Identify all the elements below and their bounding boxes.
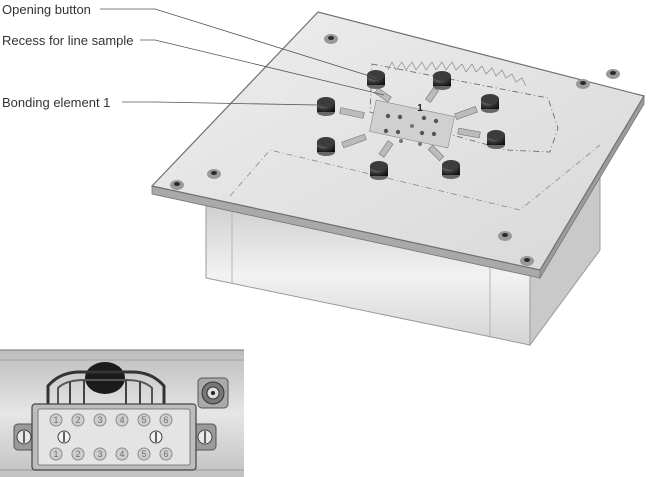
opening-button[interactable] — [433, 71, 451, 90]
line-sample-recesses — [339, 87, 481, 162]
pin: 2 — [71, 447, 85, 461]
pin-connector — [13, 403, 217, 471]
pin-number: 6 — [163, 415, 168, 425]
pin-number: 1 — [53, 415, 58, 425]
callouts: Opening button Recess for line sample Bo… — [2, 2, 385, 110]
pin: 6 — [159, 447, 173, 461]
pin: 4 — [115, 413, 129, 427]
pin-row-top: 1 2 3 4 5 6 — [49, 413, 173, 427]
opening-button[interactable] — [370, 161, 388, 180]
pin: 1 — [49, 413, 63, 427]
pin: 6 — [159, 413, 173, 427]
pin-number: 5 — [141, 415, 146, 425]
pin-number: 2 — [75, 449, 80, 459]
pin-number: 6 — [163, 449, 168, 459]
plate-dashed-outline — [229, 144, 601, 211]
connector-detail: 1 2 3 4 5 6 1 2 3 4 5 6 — [0, 349, 244, 477]
leader-opening-button — [100, 8, 377, 79]
device-body: 1 — [150, 11, 645, 347]
line-sample-recess-outline — [369, 63, 559, 153]
pin-number: 2 — [75, 415, 80, 425]
bonding-element-1[interactable] — [317, 97, 335, 116]
pin: 5 — [137, 447, 151, 461]
center-position-label: 1 — [417, 103, 423, 114]
callout-bonding-element: Bonding element 1 — [2, 95, 110, 110]
connector-cable-holder — [46, 362, 166, 404]
pin-number: 4 — [119, 449, 124, 459]
mounting-plate — [150, 11, 645, 271]
pin-number: 5 — [141, 449, 146, 459]
pin-row-bottom: 1 2 3 4 5 6 — [49, 447, 173, 461]
opening-button[interactable] — [442, 160, 460, 179]
pin: 3 — [93, 413, 107, 427]
opening-buttons — [317, 70, 505, 180]
leader-recess-line-sample — [140, 39, 385, 96]
pin-number: 3 — [97, 415, 102, 425]
opening-button[interactable] — [487, 130, 505, 149]
pin: 4 — [115, 447, 129, 461]
pin-number: 3 — [97, 449, 102, 459]
pin-number: 1 — [53, 449, 58, 459]
opening-button[interactable] — [367, 70, 385, 89]
pin: 5 — [137, 413, 151, 427]
opening-button[interactable] — [317, 137, 335, 156]
pin: 3 — [93, 447, 107, 461]
leader-bonding-element — [122, 101, 319, 106]
center-contacts — [369, 99, 455, 149]
coax-socket — [197, 377, 229, 409]
opening-button[interactable] — [481, 94, 499, 113]
callout-opening-button: Opening button — [2, 2, 91, 17]
pin: 2 — [71, 413, 85, 427]
pin-number: 4 — [119, 415, 124, 425]
mounting-holes — [170, 34, 620, 266]
callout-recess-line-sample: Recess for line sample — [2, 33, 134, 48]
pin: 1 — [49, 447, 63, 461]
